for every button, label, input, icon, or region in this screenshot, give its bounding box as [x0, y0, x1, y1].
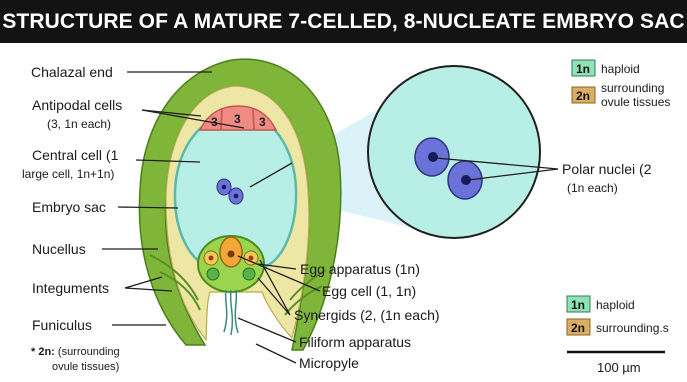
legend-top-tag-2n: 2n — [576, 89, 590, 103]
zoom-circle — [368, 66, 540, 238]
label-filiform: Filiform apparatus — [299, 334, 411, 350]
legend-bottom-label-2n: surrounding.s — [596, 321, 669, 335]
label-polar-nuclei: Polar nuclei (2 — [562, 161, 652, 177]
label-polar-sub: (1n each) — [567, 181, 618, 195]
polar-nucleolus — [222, 185, 227, 190]
label-chalazal-end: Chalazal end — [31, 64, 113, 80]
legend-top-label-2n: surrounding — [601, 81, 664, 95]
legend-bottom-tag-2n: 2n — [571, 321, 585, 335]
filiform-apparatus — [224, 290, 227, 332]
synergid-nucleus — [249, 256, 254, 261]
filiform-apparatus — [231, 290, 233, 335]
legend-top-label-1n: haploid — [601, 62, 640, 76]
label-egg-apparatus: Egg apparatus (1n) — [300, 261, 420, 277]
antipodal-count: 3 — [234, 112, 241, 126]
footnote-line2: ovule tissues) — [52, 361, 119, 373]
label-synergids: Synergids (2, (1n each) — [294, 307, 440, 323]
egg-cell-nucleus — [228, 251, 235, 258]
polar-nucleolus — [234, 194, 239, 199]
filiform-apparatus — [235, 290, 238, 333]
antipodal-divider — [221, 108, 222, 130]
label-egg-cell: Egg cell (1, 1n) — [322, 283, 416, 299]
label-embryo-sac: Embryo sac — [32, 199, 106, 215]
legend-bottom-label-1n: haploid — [596, 298, 635, 312]
polar-nucleolus-large — [428, 152, 438, 162]
synergid-nucleus — [209, 256, 214, 261]
footnote-line1: * 2n: (surrounding — [31, 346, 120, 358]
antipodal-divider — [253, 108, 254, 130]
scale-bar-label: 100 µm — [597, 360, 641, 375]
antipodal-count: 3 — [259, 115, 266, 129]
legend-bottom-tag-1n: 1n — [571, 298, 585, 312]
synergid-shape — [207, 268, 219, 280]
legend-top-tag-1n: 1n — [576, 62, 590, 76]
label-antipodal-sub: (3, 1n each) — [47, 117, 111, 131]
synergid-shape — [243, 268, 255, 280]
label-antipodal-cells: Antipodal cells — [32, 97, 122, 113]
label-integuments: Integuments — [32, 280, 109, 296]
label-central-cell: Central cell (1 — [32, 147, 119, 163]
label-central-sub: large cell, 1n+1n) — [22, 167, 114, 181]
label-micropyle: Micropyle — [299, 355, 359, 371]
legend-top-label-2n-sub: ovule tissues — [601, 95, 670, 109]
label-funiculus: Funiculus — [32, 317, 92, 333]
label-nucellus: Nucellus — [32, 241, 86, 257]
